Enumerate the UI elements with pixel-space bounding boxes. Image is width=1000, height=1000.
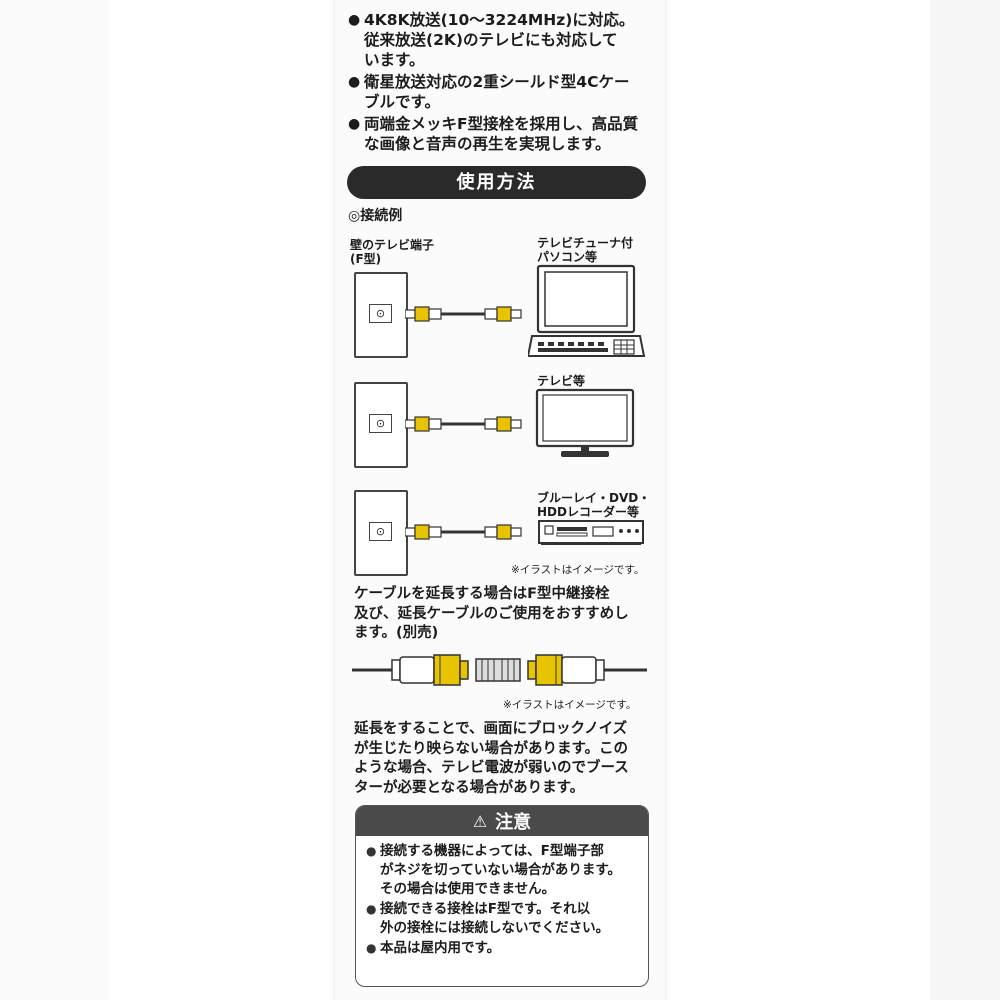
- bullet-dot: ●: [348, 12, 361, 28]
- bullet-dot: ●: [348, 74, 361, 90]
- feature-text: 両端金メッキF型接栓を採用し、高品質 な画像と音声の再生を実現します。: [364, 115, 639, 153]
- wall-outlet: ⊙: [354, 272, 408, 358]
- feature-text: 4K8K放送(10〜3224MHz)に対応。 従来放送(2K)のテレビにも対応し…: [364, 11, 635, 69]
- f-jack-icon: ⊙: [369, 522, 392, 541]
- background-right: [930, 0, 1000, 1000]
- feature-item: ● 衛星放送対応の2重シールド型4Cケー ブルです。: [348, 72, 658, 112]
- cable-icon: [405, 416, 522, 432]
- caution-item: ● 接続できる接栓はF型です。それ以 外の接栓には接続しないでください。: [366, 900, 640, 938]
- feature-item: ● 両端金メッキF型接栓を採用し、高品質 な画像と音声の再生を実現します。: [348, 114, 658, 154]
- bullet-dot: ●: [366, 902, 377, 916]
- caution-text: 接続できる接栓はF型です。それ以 外の接栓には接続しないでください。: [380, 901, 610, 936]
- caution-header: ⚠ 注意: [356, 806, 648, 836]
- recorder-icon: [538, 520, 644, 545]
- device-label-tv: テレビ等: [537, 374, 586, 388]
- caution-box: ⚠ 注意 ● 接続する機器によっては、F型端子部 がネジを切っていない場合があり…: [355, 805, 649, 987]
- relay-connector-icon: [352, 654, 647, 686]
- cable-icon: [405, 524, 522, 540]
- device-label-recorder: ブルーレイ・DVD・ HDDレコーダー等: [537, 491, 651, 519]
- wall-outlet: ⊙: [354, 490, 408, 576]
- block-noise-text: 延長をすることで、画面にブロックノイズ が生じたり映らない場合があります。この …: [354, 721, 629, 796]
- device-label-pc: テレビチューナ付 パソコン等: [537, 236, 634, 264]
- cable-icon: [405, 306, 522, 322]
- feature-text: 衛星放送対応の2重シールド型4Cケー ブルです。: [364, 73, 630, 111]
- background-left: [0, 0, 110, 1000]
- usage-banner: 使用方法: [347, 166, 646, 199]
- feature-list: ● 4K8K放送(10〜3224MHz)に対応。 従来放送(2K)のテレビにも対…: [348, 10, 658, 156]
- caution-list: ● 接続する機器によっては、F型端子部 がネジを切っていない場合があります。 そ…: [356, 836, 648, 958]
- f-jack-icon: ⊙: [369, 414, 392, 433]
- image-note: ※イラストはイメージです。: [503, 699, 637, 711]
- caution-title: 注意: [495, 812, 532, 833]
- tv-icon: [535, 388, 635, 457]
- image-note: ※イラストはイメージです。: [511, 564, 645, 576]
- bullet-dot: ●: [366, 941, 377, 955]
- warning-icon: ⚠: [472, 811, 488, 831]
- extension-text: ケーブルを延長する場合はF型中継接栓 及び、延長ケーブルのご使用をおすすめし ま…: [354, 586, 629, 641]
- feature-item: ● 4K8K放送(10〜3224MHz)に対応。 従来放送(2K)のテレビにも対…: [348, 10, 658, 70]
- caution-item: ● 接続する機器によっては、F型端子部 がネジを切っていない場合があります。 そ…: [366, 842, 640, 899]
- bullet-dot: ●: [366, 844, 377, 858]
- wall-outlet: ⊙: [354, 382, 408, 468]
- f-jack-icon: ⊙: [369, 304, 392, 323]
- laptop-icon: [528, 264, 646, 357]
- caution-text: 本品は屋内用です。: [380, 940, 501, 956]
- caution-text: 接続する機器によっては、F型端子部 がネジを切っていない場合があります。 その場…: [380, 843, 621, 897]
- bullet-dot: ●: [348, 116, 361, 132]
- connection-example-title: ◎接続例: [348, 208, 403, 224]
- caution-item: ● 本品は屋内用です。: [366, 939, 640, 958]
- wall-terminal-label: 壁のテレビ端子 (F型): [350, 238, 435, 266]
